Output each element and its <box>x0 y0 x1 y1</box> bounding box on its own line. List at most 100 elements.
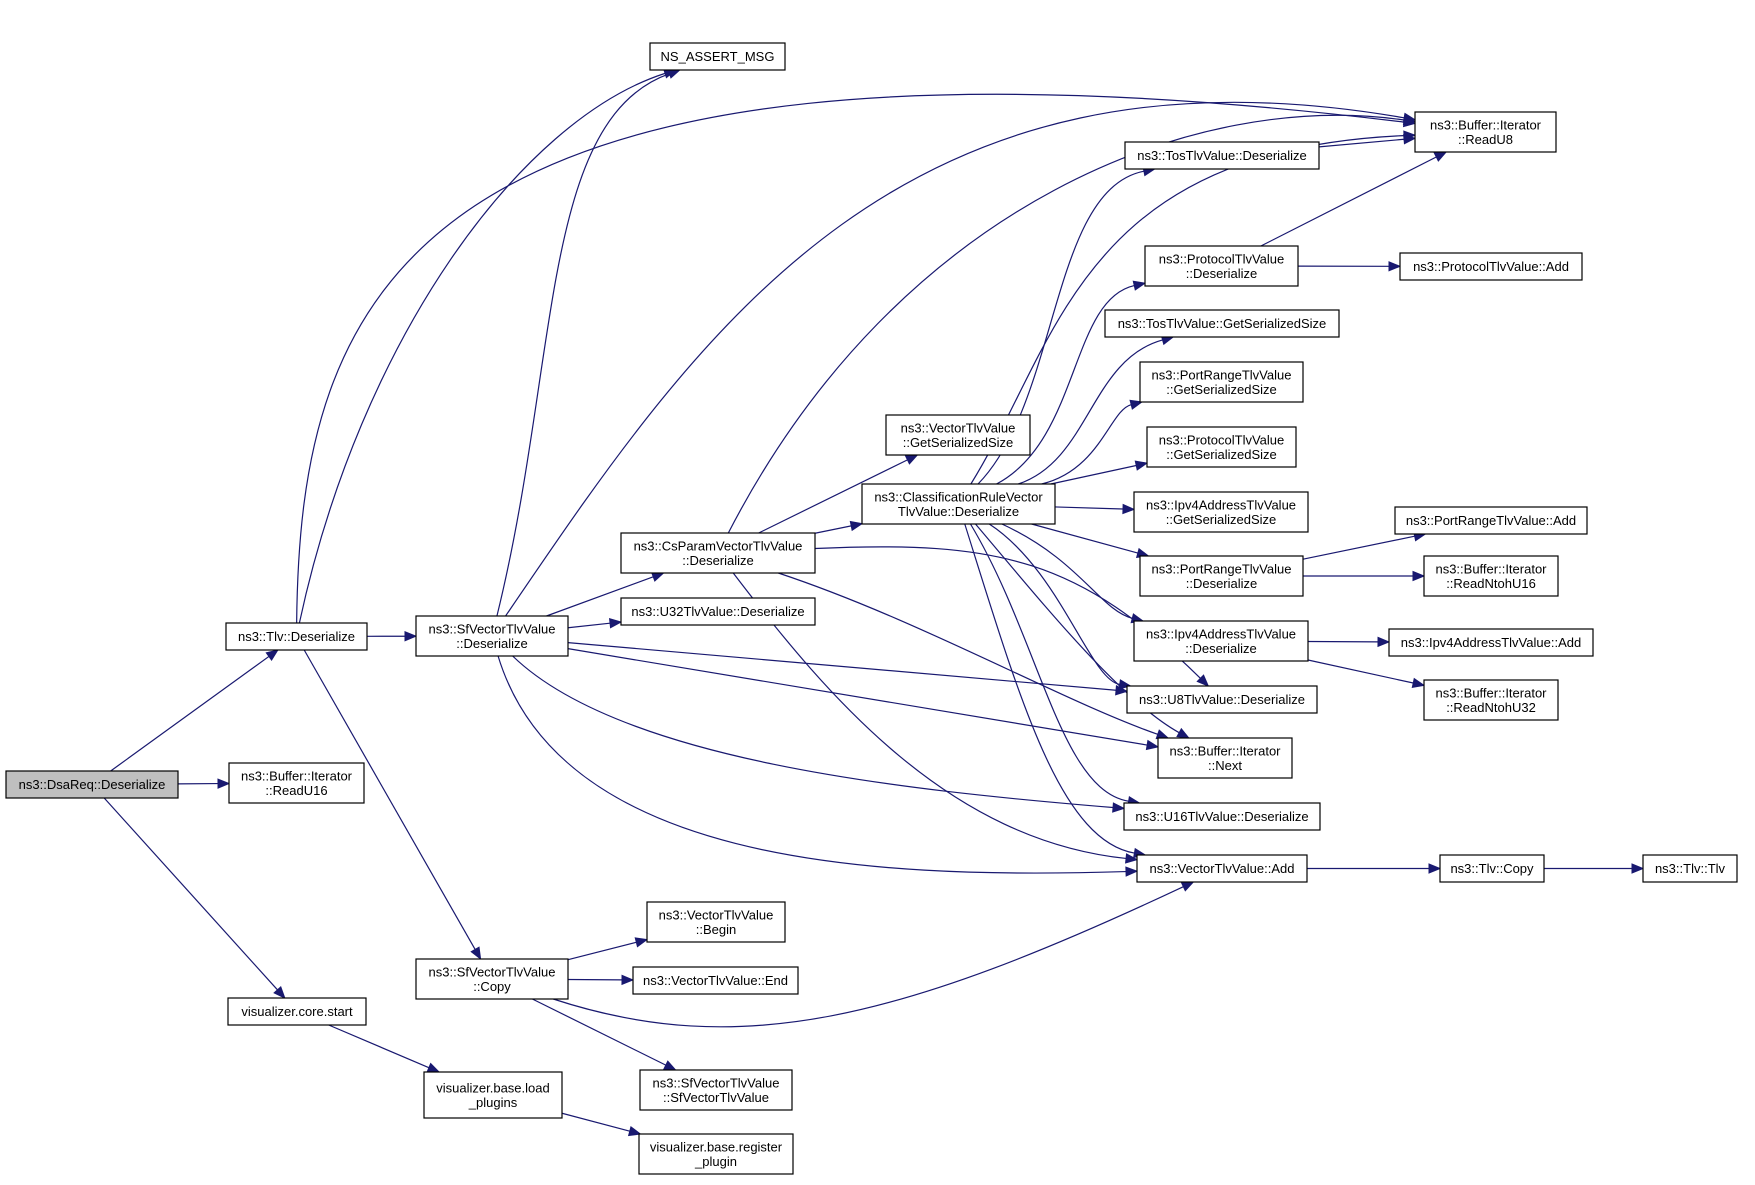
node-box <box>1157 737 1293 779</box>
edge-dsareq_deserialize-to-viz_core_start <box>103 797 286 999</box>
node-tlv-deserialize[interactable]: ns3::Tlv::Deserialize <box>225 622 368 651</box>
node-label: ns3::Buffer::Iterator <box>1435 685 1547 700</box>
arrowhead <box>1134 460 1149 471</box>
node-label: ns3::Tlv::Copy <box>1450 861 1534 876</box>
node-ns-assert-msg[interactable]: NS_ASSERT_MSG <box>649 42 786 71</box>
edge-classrule_deserialize-to-ipv4_getserializedsize <box>1054 503 1136 515</box>
edge-sfvector_deserialize-to-vector_add <box>497 655 1139 877</box>
node-box <box>646 901 786 943</box>
call-graph-nodes: ns3::DsaReq::Deserialize ns3::Tlv::Deseri… <box>5 42 1738 1175</box>
edge-classrule_deserialize-to-buffer_next <box>975 523 1190 739</box>
node-label: ns3::ProtocolTlvValue::Add <box>1413 259 1569 274</box>
node-viz-base-register-plugin[interactable]: visualizer.base.register_plugin <box>638 1133 794 1175</box>
arrowhead <box>265 649 279 661</box>
node-sfvector-deserialize[interactable]: ns3::SfVectorTlvValue::Deserialize <box>415 615 569 657</box>
node-vector-getserializedsize[interactable]: ns3::VectorTlvValue::GetSerializedSize <box>885 414 1031 456</box>
node-u8-deserialize[interactable]: ns3::U8TlvValue::Deserialize <box>1126 685 1318 714</box>
node-label: _plugins <box>468 1095 518 1110</box>
node-buffer-readntohu32[interactable]: ns3::Buffer::Iterator::ReadNtohU32 <box>1423 679 1559 721</box>
node-label: ::GetSerializedSize <box>1166 512 1277 527</box>
edge-csparam_deserialize-to-buffer_next <box>778 572 1170 740</box>
arrowhead <box>426 1062 441 1073</box>
node-label: ::Deserialize <box>1186 266 1258 281</box>
node-label: NS_ASSERT_MSG <box>661 49 775 64</box>
node-vector-add[interactable]: ns3::VectorTlvValue::Add <box>1136 854 1308 883</box>
edge-classrule_deserialize-to-tos_getserializedsize <box>1018 335 1175 485</box>
node-portrange-add[interactable]: ns3::PortRangeTlvValue::Add <box>1394 506 1588 535</box>
node-tos-deserialize[interactable]: ns3::TosTlvValue::Deserialize <box>1124 141 1320 170</box>
node-vector-begin[interactable]: ns3::VectorTlvValue::Begin <box>646 901 786 943</box>
arrowhead <box>1180 881 1195 892</box>
edge-sfvector_copy-to-vector_begin <box>567 937 649 961</box>
node-portrange-deserialize[interactable]: ns3::PortRangeTlvValue::Deserialize <box>1139 555 1304 597</box>
node-box <box>415 958 569 1000</box>
node-ipv4-getserializedsize[interactable]: ns3::Ipv4AddressTlvValue::GetSerializedS… <box>1133 491 1309 533</box>
node-sfvector-copy[interactable]: ns3::SfVectorTlvValue::Copy <box>415 958 569 1000</box>
node-label: TlvValue::Deserialize <box>898 504 1019 519</box>
node-box <box>5 770 179 799</box>
node-label: ns3::U16TlvValue::Deserialize <box>1135 809 1308 824</box>
node-label: ::GetSerializedSize <box>903 435 1014 450</box>
node-label: ::Copy <box>473 979 511 994</box>
node-label: ns3::Buffer::Iterator <box>1435 561 1547 576</box>
node-label: ::Next <box>1208 758 1242 773</box>
node-dsareq-deserialize[interactable]: ns3::DsaReq::Deserialize <box>5 770 179 799</box>
arrowhead <box>1403 134 1417 145</box>
edge-csparam_deserialize-to-vector_add <box>732 572 1139 864</box>
arrowhead <box>1631 863 1645 874</box>
node-box <box>632 966 799 995</box>
arrowhead <box>667 68 682 79</box>
node-buffer-next[interactable]: ns3::Buffer::Iterator::Next <box>1157 737 1293 779</box>
node-u32-deserialize[interactable]: ns3::U32TlvValue::Deserialize <box>620 597 816 626</box>
node-buffer-readu16[interactable]: ns3::Buffer::Iterator::ReadU16 <box>228 762 365 804</box>
node-sfvector-ctor[interactable]: ns3::SfVectorTlvValue::SfVectorTlvValue <box>639 1069 793 1111</box>
node-label: ns3::VectorTlvValue <box>659 907 774 922</box>
node-box <box>639 1069 793 1111</box>
edge-portrange_deserialize-to-portrange_add <box>1302 531 1427 560</box>
node-label: ns3::Buffer::Iterator <box>1430 117 1542 132</box>
edge-sfvector_copy-to-vector_end <box>567 974 635 986</box>
node-classrule-deserialize[interactable]: ns3::ClassificationRuleVectorTlvValue::D… <box>861 483 1056 525</box>
node-label: ns3::Tlv::Tlv <box>1655 861 1726 876</box>
arrowhead <box>1112 802 1126 813</box>
node-label: visualizer.base.register <box>650 1139 783 1154</box>
node-viz-core-start[interactable]: visualizer.core.start <box>227 997 367 1026</box>
node-box <box>1146 426 1297 468</box>
node-label: ns3::ProtocolTlvValue <box>1159 251 1285 266</box>
arrowhead <box>1122 503 1136 515</box>
node-portrange-getserializedsize[interactable]: ns3::PortRangeTlvValue::GetSerializedSiz… <box>1139 361 1304 403</box>
node-box <box>1133 491 1309 533</box>
node-buffer-readu8[interactable]: ns3::Buffer::Iterator::ReadU8 <box>1414 111 1557 153</box>
node-viz-base-load-plugins[interactable]: visualizer.base.load_plugins <box>423 1071 563 1119</box>
node-csparam-deserialize[interactable]: ns3::CsParamVectorTlvValue::Deserialize <box>620 532 816 574</box>
node-label: ns3::U32TlvValue::Deserialize <box>631 604 804 619</box>
node-protocol-add[interactable]: ns3::ProtocolTlvValue::Add <box>1399 252 1583 281</box>
node-ipv4-add[interactable]: ns3::Ipv4AddressTlvValue::Add <box>1388 628 1594 657</box>
node-vector-end[interactable]: ns3::VectorTlvValue::End <box>632 966 799 995</box>
node-tlv-copy[interactable]: ns3::Tlv::Copy <box>1439 854 1545 883</box>
arrowhead <box>621 974 635 986</box>
node-label: ns3::PortRangeTlvValue <box>1152 367 1292 382</box>
node-label: visualizer.core.start <box>241 1004 353 1019</box>
node-label: ns3::ClassificationRuleVector <box>874 489 1043 504</box>
edge-tos_deserialize-to-buffer_readu8 <box>1318 134 1417 148</box>
node-tlv-ctor[interactable]: ns3::Tlv::Tlv <box>1642 854 1738 883</box>
node-protocol-deserialize[interactable]: ns3::ProtocolTlvValue::Deserialize <box>1144 245 1299 287</box>
node-ipv4-deserialize[interactable]: ns3::Ipv4AddressTlvValue::Deserialize <box>1133 620 1309 662</box>
node-tos-getserializedsize[interactable]: ns3::TosTlvValue::GetSerializedSize <box>1104 309 1340 338</box>
node-u16-deserialize[interactable]: ns3::U16TlvValue::Deserialize <box>1123 802 1321 831</box>
node-label: ns3::SfVectorTlvValue <box>429 621 556 636</box>
node-box <box>1439 854 1545 883</box>
edge-csparam_deserialize-to-classrule_deserialize <box>814 520 864 534</box>
node-buffer-readntohu16[interactable]: ns3::Buffer::Iterator::ReadNtohU16 <box>1423 555 1559 597</box>
arrowhead <box>849 520 864 532</box>
node-box <box>423 1071 563 1119</box>
node-box <box>225 622 368 651</box>
edge-classrule_deserialize-to-ipv4_deserialize <box>1001 523 1145 624</box>
node-label: ::SfVectorTlvValue <box>663 1090 769 1105</box>
node-label: ::ReadU8 <box>1458 132 1513 147</box>
node-protocol-getserializedsize[interactable]: ns3::ProtocolTlvValue::GetSerializedSize <box>1146 426 1297 468</box>
edge-portrange_deserialize-to-buffer_readntohu16 <box>1303 570 1426 582</box>
edge-ipv4_deserialize-to-ipv4_add <box>1307 636 1391 648</box>
arrowhead <box>650 572 665 582</box>
